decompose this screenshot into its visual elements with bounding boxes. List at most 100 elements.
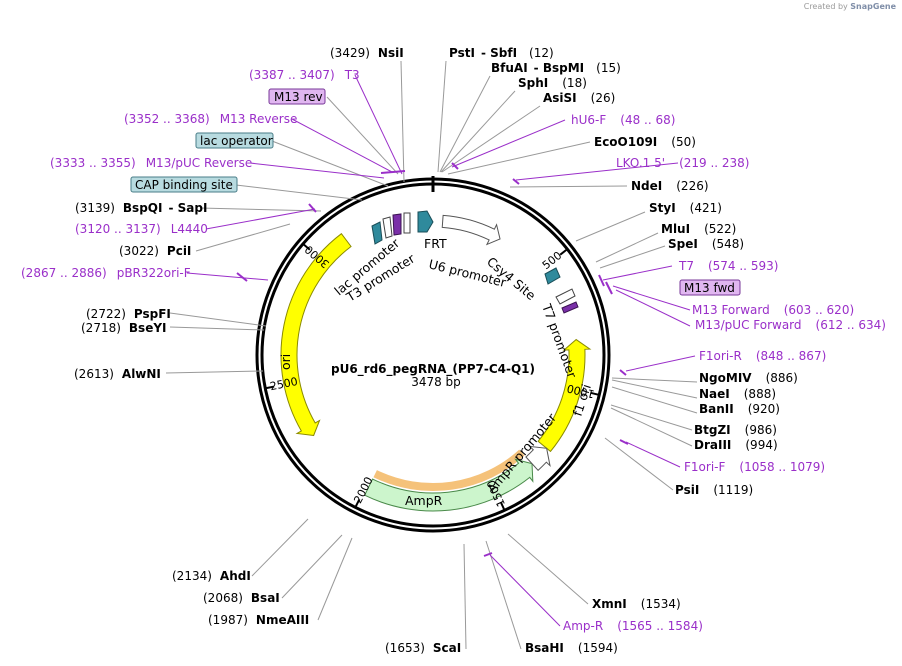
svg-text:(3429)NsiI: (3429)NsiI [330, 46, 404, 60]
primer-range-f1ori-r: (848 .. 867) [756, 349, 826, 363]
svg-text:NaeI(888): NaeI(888) [699, 387, 776, 401]
enzyme-name-bsahi: BsaHI [525, 641, 564, 655]
m13-fwd-shape [561, 301, 579, 314]
enzyme-name-bfuai: BfuAI [491, 61, 528, 75]
primer-name-amp-r: Amp-R [563, 619, 603, 633]
lac-promoter-shape [382, 216, 393, 239]
primer-range-lko1: (219 .. 238) [679, 156, 749, 170]
plasmid-name: pU6_rd6_pegRNA_(PP7-C4-Q1) [331, 362, 535, 377]
svg-text:(3139)BspQI- SapI: (3139)BspQI- SapI [75, 201, 207, 215]
plasmid-size: 3478 bp [411, 375, 461, 389]
primer-marks [236, 162, 629, 557]
svg-text:BanII(920): BanII(920) [699, 402, 780, 416]
svg-text:DraIII(994): DraIII (994) [694, 438, 778, 452]
primer-name-t7: T7 [678, 259, 694, 273]
enzyme-name-bseyi: BseYI [129, 321, 167, 335]
tick-mark-1000 [590, 391, 599, 396]
enzyme-name-asisi: AsiSI [543, 91, 577, 105]
svg-text:BtgZI(986): BtgZI (986) [694, 423, 777, 437]
svg-text:hU6-F(48 .. 68): hU6-F(48 .. 68) [571, 113, 675, 127]
enzyme-pos-naei: (888) [744, 387, 776, 401]
enzyme-pos-styi: (421) [690, 201, 722, 215]
feature-label-frt: FRT [424, 236, 447, 251]
svg-text:M13 Forward(603 .. 620): M13 Forward(603 .. 620) [692, 303, 854, 317]
t7-promoter-shape [555, 288, 576, 305]
primer-name-pbr322ori-f: pBR322ori-F [117, 266, 191, 280]
primer-name-m13puc-forward: M13/pUC Forward [695, 318, 802, 332]
frt-shape [417, 210, 434, 233]
enzyme-labels: (3429)NsiI PstI- SbfI(12) BfuAI- BspMI(1… [74, 46, 798, 655]
tick-mark-2500 [266, 385, 275, 390]
enzyme-name-nsii: NsiI [378, 46, 404, 60]
svg-text:M13/pUC Forward(612 .. 634): M13/pUC Forward(612 .. 634) [695, 318, 886, 332]
svg-text:BfuAI- BspMI(15): BfuAI- BspMI(15) [491, 61, 621, 75]
enzyme-pos-banii: (920) [748, 402, 780, 416]
t3-promoter-shape [403, 212, 411, 234]
svg-text:PsiI(1119): PsiI(1119) [675, 483, 753, 497]
small-features [371, 210, 579, 314]
svg-text:NdeI(226): NdeI (226) [631, 179, 709, 193]
enzyme-name-mlui: MluI [661, 222, 690, 236]
svg-text:(1653)ScaI: (1653)ScaI [385, 641, 461, 655]
csy4-shape [544, 267, 561, 285]
credit-prefix: Created by [803, 2, 848, 11]
tick-mark-500 [559, 248, 568, 256]
enzyme-pos-pcii: (3022) [119, 244, 159, 258]
feature-arrow-ori [280, 232, 352, 437]
tick-mark-2000 [354, 498, 361, 507]
primer-range-l4440: (3120 .. 3137) [75, 222, 161, 236]
lac-operator-shape [371, 221, 383, 245]
svg-text:PstI- SbfI(12): PstI- SbfI(12) [449, 46, 554, 60]
enzyme-pos-scai: (1653) [385, 641, 425, 655]
enzyme-pos-nmeaiii: (1987) [208, 613, 248, 627]
box-cap-binding-site: CAP binding site [135, 178, 233, 192]
enzyme-pos-btgzi: (986) [745, 423, 777, 437]
tick-mark-3000 [303, 243, 311, 251]
enzyme-name-ndei: NdeI [631, 179, 662, 193]
enzyme-name-sbfi: SbfI [490, 46, 517, 60]
snapgene-credit: Created by SnapGene [804, 2, 896, 11]
enzyme-pos-ndei: (226) [676, 179, 708, 193]
enzyme-name-sapi: SapI [178, 201, 208, 215]
enzyme-pos-ecoo109i: (50) [671, 135, 696, 149]
svg-text:(3333 .. 3355)M13/pUC Reverse: (3333 .. 3355)M13/pUC Reverse [50, 156, 252, 170]
feature-arrow-AmpR [363, 458, 534, 512]
m13-rev-shape [392, 213, 402, 236]
svg-text:Amp-R(1565 .. 1584): Amp-R(1565 .. 1584) [563, 619, 703, 633]
tick-label-2500: 2500 [269, 375, 299, 393]
ampr-highlight [373, 449, 525, 491]
svg-text:AsiSI(26): AsiSI(26) [543, 91, 615, 105]
primer-range-t3: (3387 .. 3407) [249, 68, 335, 82]
primer-name-hu6-f: hU6-F [571, 113, 606, 127]
svg-text:(2134)AhdI: (2134)AhdI [172, 569, 251, 583]
svg-text:MluI(522): MluI(522) [661, 222, 736, 236]
enzyme-pos-bsahi: (1594) [578, 641, 618, 655]
enzyme-name-draiii: DraIII [694, 438, 731, 452]
enzyme-name-pcii: PciI [167, 244, 192, 258]
backbone [255, 176, 611, 533]
svg-text:StyI(421): StyI(421) [649, 201, 722, 215]
enzyme-name-psii: PsiI [675, 483, 699, 497]
enzyme-name-bspmi: BspMI [543, 61, 584, 75]
enzyme-name-bspqi: BspQI [123, 201, 163, 215]
enzyme-name-ahdi: AhdI [220, 569, 251, 583]
svg-text:(2613)AlwNI: (2613)AlwNI [74, 367, 161, 381]
primer-name-m13-reverse: M13 Reverse [220, 112, 298, 126]
enzyme-name-btgzi: BtgZI [694, 423, 731, 437]
enzyme-pos-psti: (12) [529, 46, 554, 60]
svg-text:F1ori-F(1058 .. 1079): F1ori-F(1058 .. 1079) [684, 460, 825, 474]
enzyme-name-pspfi: PspFI [134, 307, 171, 321]
enzyme-pos-draiii: (994) [745, 438, 777, 452]
svg-text:XmnI(1534): XmnI(1534) [592, 597, 681, 611]
tick-label-1000: 1000 [566, 381, 596, 400]
enzyme-pos-bspqi: (3139) [75, 201, 115, 215]
primer-name-m13puc-reverse: M13/pUC Reverse [146, 156, 253, 170]
enzyme-name-nmeaiii: NmeAIII [256, 613, 309, 627]
svg-text:F1ori-R(848 .. 867): F1ori-R(848 .. 867) [699, 349, 826, 363]
tick-label-500: 500 [540, 249, 565, 272]
feature-label-ampr: AmpR [405, 493, 443, 508]
svg-text:(3022)PciI: (3022) PciI [119, 244, 191, 258]
enzyme-pos-ngomiv: (886) [766, 371, 798, 385]
enzyme-pos-xmni: (1534) [641, 597, 681, 611]
enzyme-name-ecoo109i: EcoO109I [594, 135, 657, 149]
